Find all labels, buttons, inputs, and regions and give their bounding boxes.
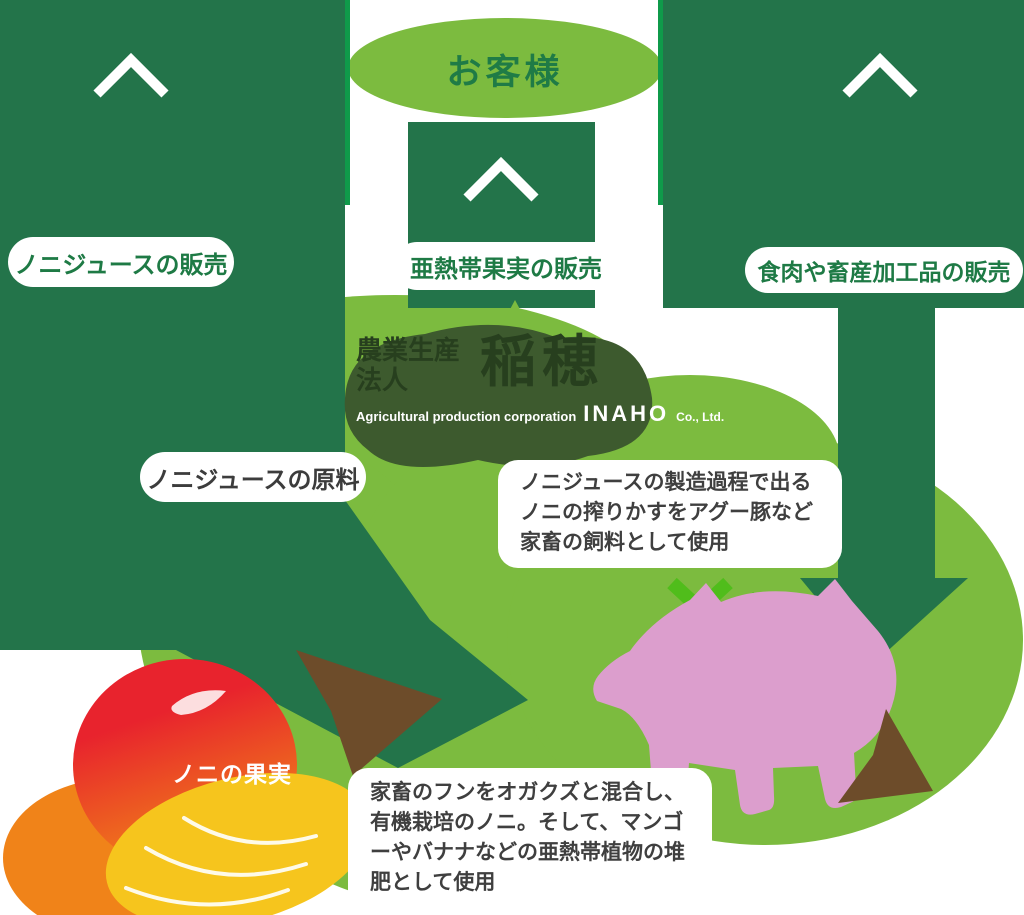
company-logo-japanese: 農業生産法人 稲穂 bbox=[356, 330, 646, 396]
chevron-up-left-icon bbox=[93, 52, 169, 98]
arrow-meat-right-column bbox=[838, 308, 935, 588]
noni-fruit-label: ノニの果実 bbox=[172, 761, 292, 787]
company-logo: 農業生産法人 稲穂 Agricultural production corpor… bbox=[356, 330, 724, 427]
label-noni-juice-raw-material: ノニジュースの原料 bbox=[140, 452, 366, 502]
banana-highlight-2 bbox=[144, 846, 308, 877]
compost-arrow-left-icon bbox=[296, 650, 442, 776]
arrow-up-right-block bbox=[663, 0, 1024, 308]
mango-highlight bbox=[171, 690, 226, 715]
banana-highlight-1 bbox=[124, 886, 290, 907]
compost-note-box: 家畜のフンをオガクズと混合し、有機栽培のノニ。そして、マンゴーやバナナなどの亜熱… bbox=[348, 768, 712, 914]
company-type-english: Agricultural production corporation bbox=[356, 408, 577, 424]
chevron-up-center-icon bbox=[463, 156, 539, 202]
company-name-english: INAHO bbox=[583, 400, 670, 426]
compost-arrow-right-icon bbox=[838, 709, 933, 803]
banana-illustration bbox=[105, 772, 371, 915]
label-noni-juice-sales: ノニジュースの販売 bbox=[8, 237, 234, 287]
feed-note-box: ノニジュースの製造過程で出るノニの搾りかすをアグー豚など家畜の飼料として使用 bbox=[498, 460, 842, 568]
company-type-text: 農業生産法人 bbox=[356, 335, 461, 395]
banana-highlight-3 bbox=[182, 816, 318, 845]
logo-leaf-backdrop bbox=[344, 324, 653, 468]
arrow-up-left-block bbox=[0, 0, 345, 308]
chevron-up-right-icon bbox=[842, 52, 918, 98]
pig-illustration bbox=[593, 579, 897, 815]
arrow-raw-material-left bbox=[0, 308, 528, 768]
company-name-kanji: 稲穂 bbox=[480, 330, 604, 393]
label-meat-products-sales: 食肉や畜産加工品の販売 bbox=[745, 247, 1023, 293]
company-suffix-english: Co., Ltd. bbox=[676, 409, 725, 424]
customer-label: お客様 bbox=[446, 53, 564, 92]
label-subtropical-fruit-sales: 亜熱帯果実の販売 bbox=[393, 242, 619, 290]
customer-ellipse bbox=[348, 18, 662, 118]
company-logo-english: Agricultural production corporation INAH… bbox=[356, 401, 724, 427]
